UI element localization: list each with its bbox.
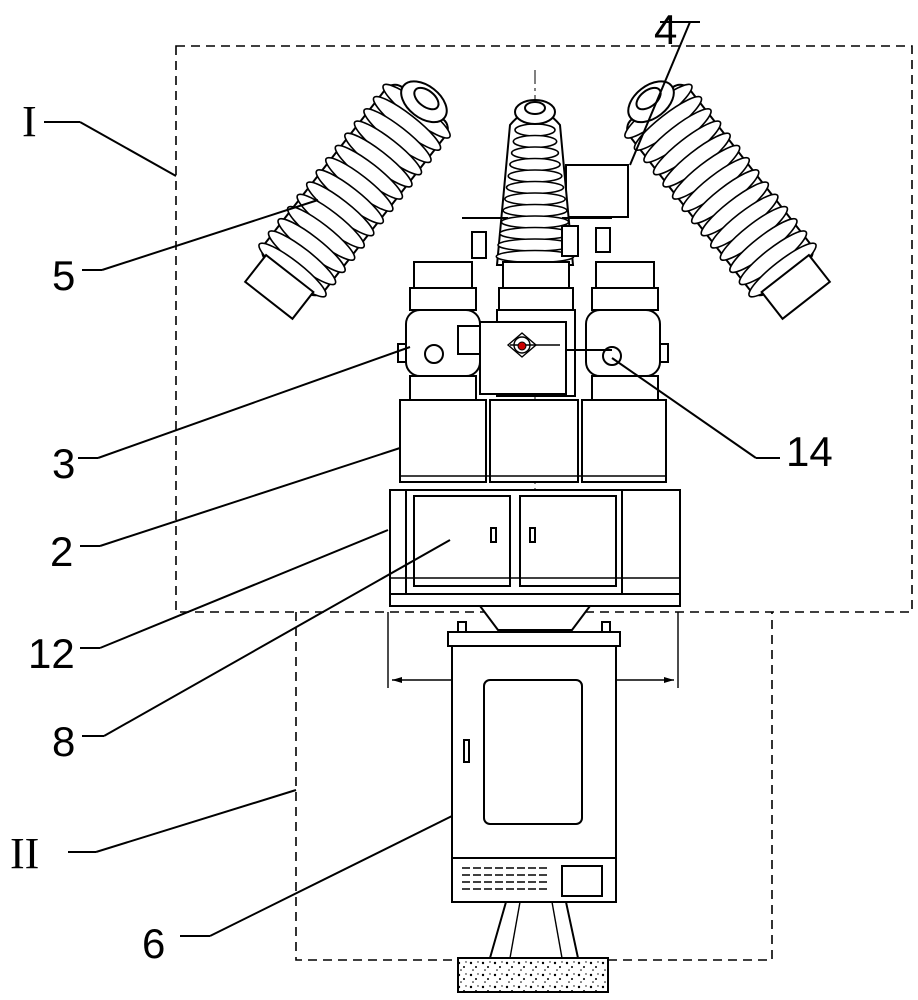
label-region-one: I: [22, 97, 37, 146]
left-insulator: [243, 80, 451, 321]
pedestal: [488, 901, 580, 959]
label-part-8: 8: [52, 718, 75, 765]
center-insulator: [495, 99, 575, 266]
label-part-5: 5: [52, 252, 75, 299]
label-region-two: II: [10, 829, 39, 878]
leader-lines: [44, 21, 780, 937]
label-part-2: 2: [50, 528, 73, 575]
mechanism-box: [479, 321, 567, 395]
label-part-4: 4: [654, 6, 677, 53]
block-4: [565, 164, 629, 218]
control-cabinet-6: [447, 621, 621, 903]
label-part-14: 14: [786, 428, 833, 475]
transformer-boxes: [399, 399, 667, 483]
label-part-6: 6: [142, 920, 165, 967]
right-insulator: [624, 80, 832, 321]
label-part-12: 12: [28, 630, 75, 677]
label-part-3: 3: [52, 440, 75, 487]
foundation: [457, 957, 609, 993]
